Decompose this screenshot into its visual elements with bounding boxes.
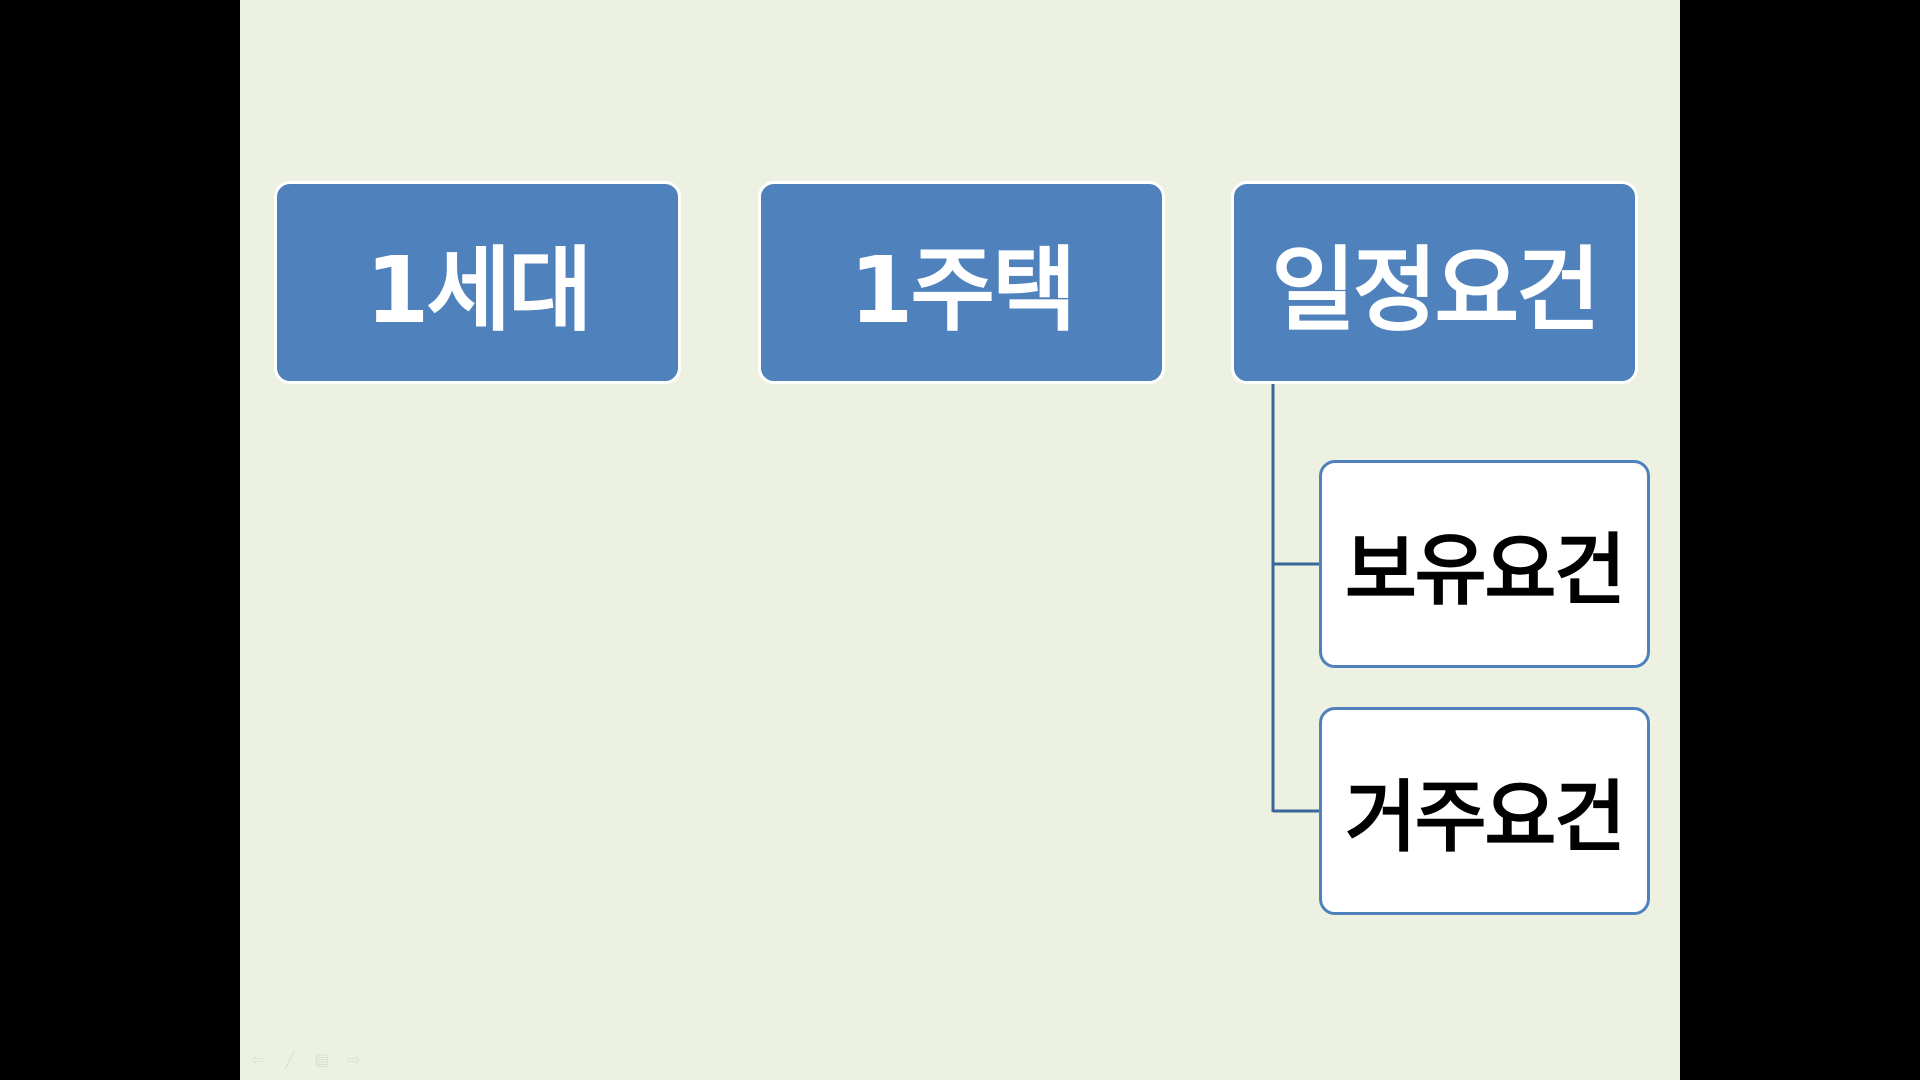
box-1-label: 1세대 xyxy=(365,237,592,344)
sub-box-2-label: 거주요건 xyxy=(1344,773,1626,863)
box-3-requirements: 일정요건 xyxy=(1231,181,1638,384)
sub-box-holding-requirement: 보유요건 xyxy=(1319,460,1650,668)
box-1-household: 1세대 xyxy=(274,181,681,384)
connector-lines xyxy=(1271,384,1319,813)
box-2-one-house: 1주택 xyxy=(758,181,1165,384)
prev-arrow-icon[interactable]: ⇦ xyxy=(251,1050,265,1069)
box-3-label: 일정요건 xyxy=(1271,237,1601,344)
menu-icon[interactable]: ▤ xyxy=(314,1050,330,1069)
slide: 1세대 1주택 일정요건 보유요건 거주요건 ⇦ ╱ ▤ ⇨ xyxy=(240,0,1680,1080)
sub-box-residence-requirement: 거주요건 xyxy=(1319,707,1650,915)
pen-icon[interactable]: ╱ xyxy=(285,1050,295,1069)
sub-box-1-label: 보유요건 xyxy=(1344,526,1626,616)
slideshow-toolbar: ⇦ ╱ ▤ ⇨ xyxy=(248,1052,364,1068)
next-arrow-icon[interactable]: ⇨ xyxy=(347,1050,361,1069)
box-2-label: 1주택 xyxy=(849,237,1076,344)
